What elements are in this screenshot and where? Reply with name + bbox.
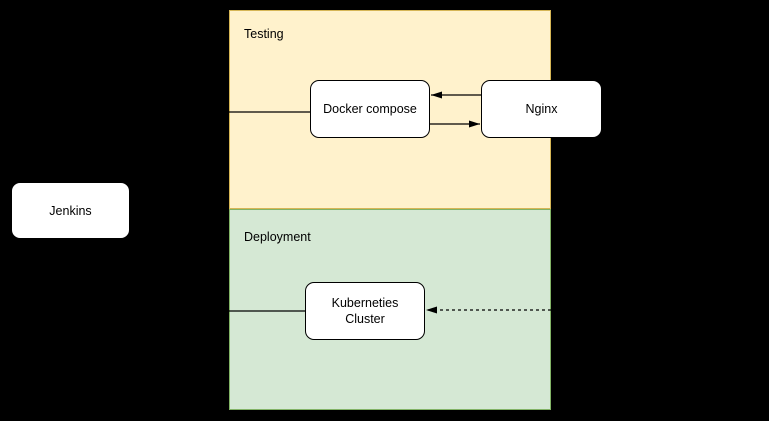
node-kubernetes-cluster: Kuberneties Cluster <box>305 282 425 340</box>
node-kubernetes-cluster-label-line2: Cluster <box>345 312 385 326</box>
container-deployment-label: Deployment <box>244 230 311 244</box>
node-nginx: Nginx <box>481 80 602 138</box>
node-jenkins: Jenkins <box>11 182 130 239</box>
node-nginx-label: Nginx <box>525 102 558 116</box>
node-kubernetes-cluster-label-line1: Kuberneties <box>331 296 399 310</box>
node-docker-compose: Docker compose <box>310 80 430 138</box>
container-testing-label: Testing <box>244 27 284 41</box>
node-jenkins-label: Jenkins <box>49 203 92 218</box>
node-docker-compose-label: Docker compose <box>323 102 417 116</box>
node-kubernetes-cluster-label: Kuberneties Cluster <box>332 295 399 327</box>
